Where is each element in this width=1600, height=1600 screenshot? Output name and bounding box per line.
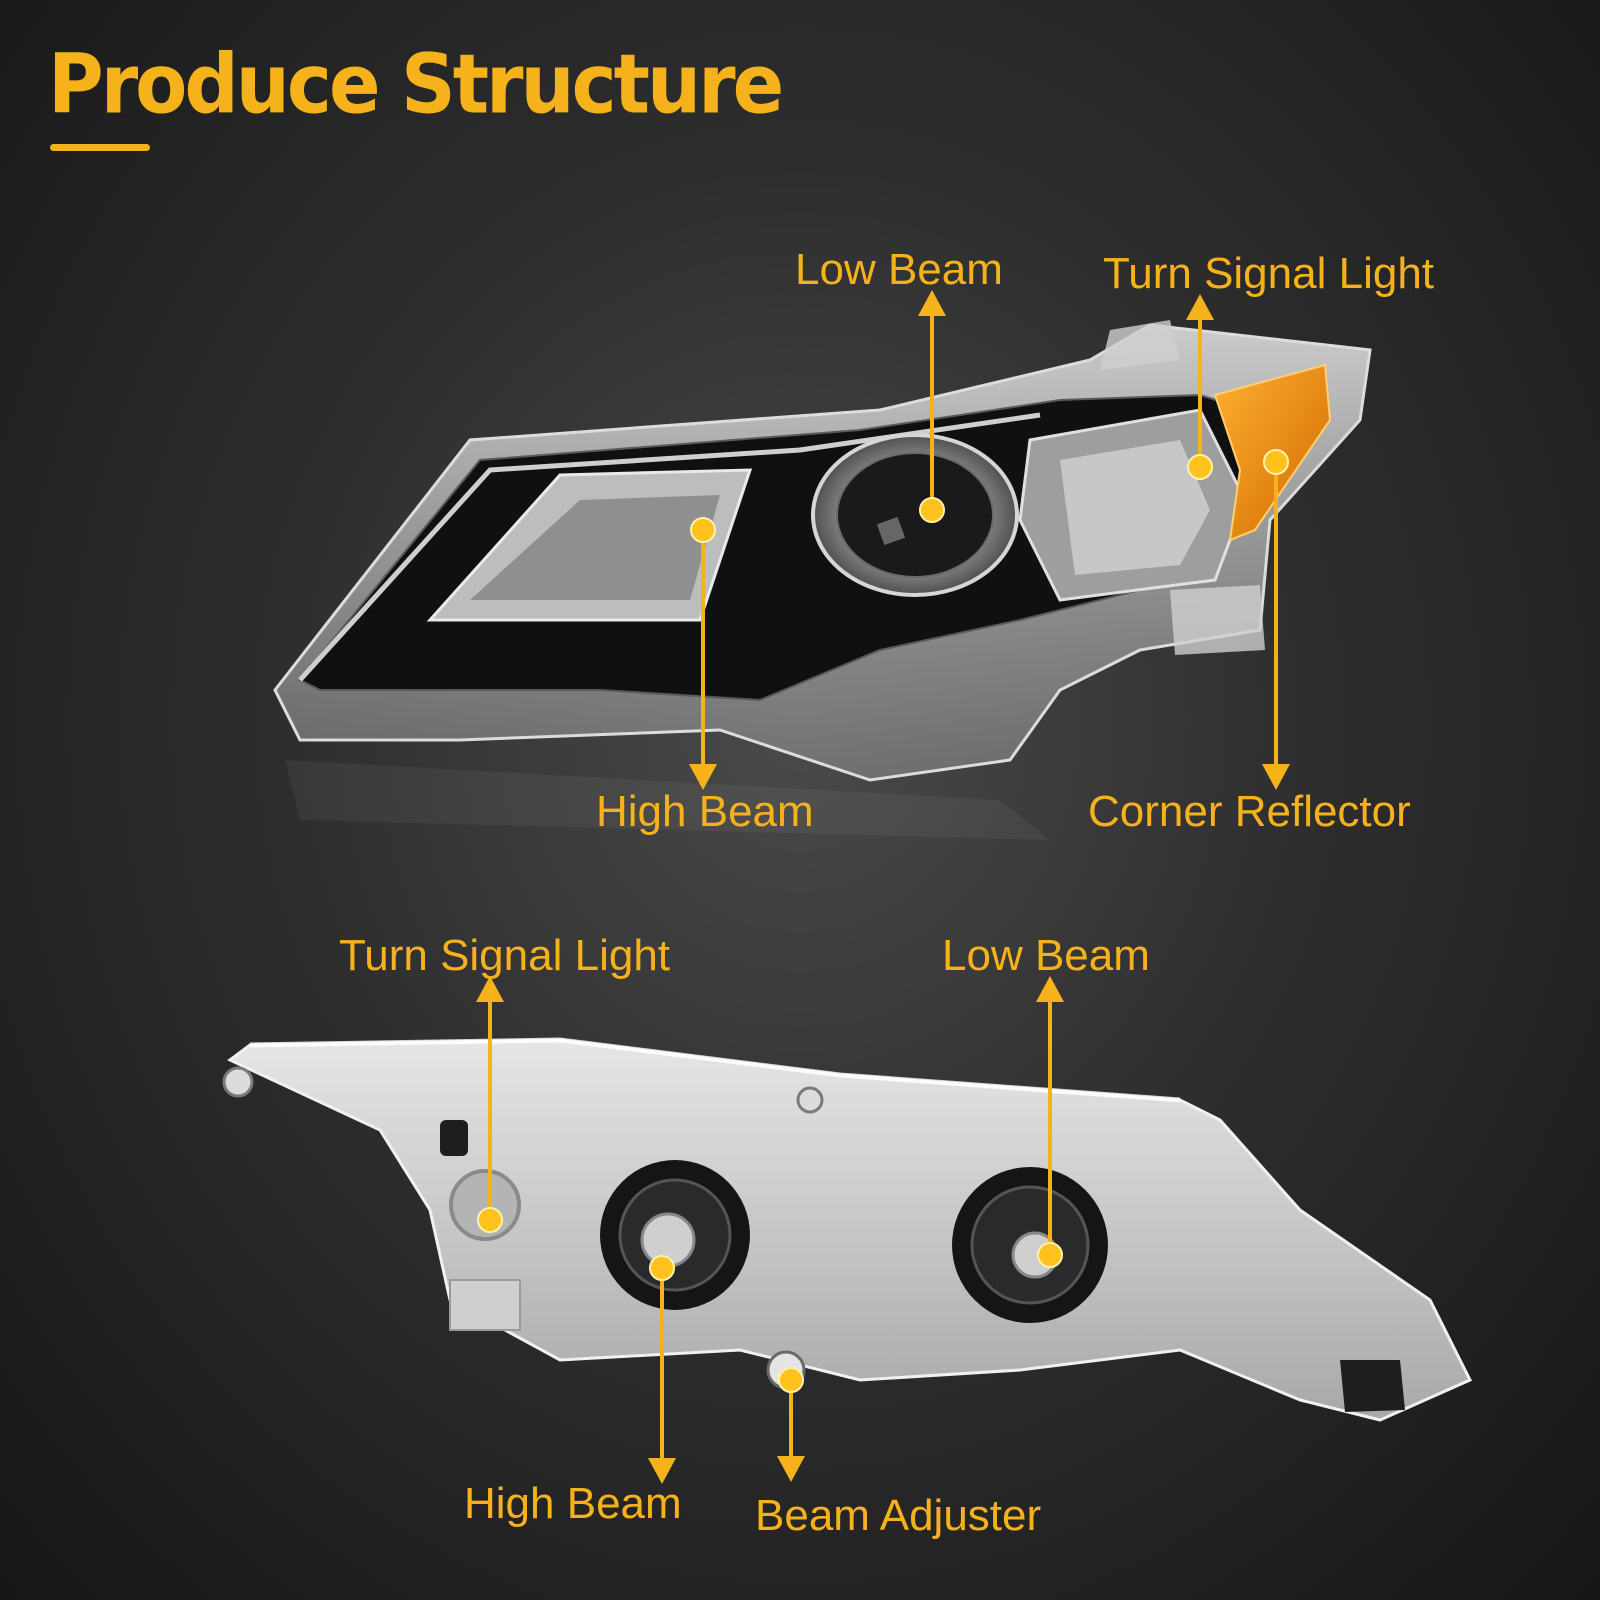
rear-callout-beam-adjuster: Beam Adjuster bbox=[755, 1367, 1041, 1540]
front-chrome-trim bbox=[298, 412, 1041, 682]
front-callout-low-beam: Low Beam bbox=[795, 245, 1003, 523]
rear-housing bbox=[227, 1038, 1473, 1422]
callout-hotspot bbox=[778, 1367, 804, 1393]
front-projector-lens bbox=[836, 452, 994, 578]
rear-right-bracket-plug bbox=[1340, 1360, 1405, 1412]
callout-hotspot bbox=[919, 497, 945, 523]
rear-headlight bbox=[222, 1037, 1473, 1422]
callout-label: Corner Reflector bbox=[1088, 787, 1411, 836]
arrowhead-down bbox=[1262, 764, 1290, 790]
rear-mount-screw-top bbox=[796, 1086, 824, 1114]
page-title: Produce Structure bbox=[48, 36, 784, 133]
front-projector-glint bbox=[876, 516, 906, 546]
callout-hotspot bbox=[1263, 449, 1289, 475]
arrowhead-down bbox=[689, 764, 717, 790]
front-turn-signal-reflector bbox=[1060, 440, 1210, 575]
arrowhead-up bbox=[918, 290, 946, 316]
callout-hotspot bbox=[477, 1207, 503, 1233]
title-underline bbox=[50, 144, 150, 151]
front-headlight bbox=[273, 320, 1372, 840]
callout-label: High Beam bbox=[596, 787, 814, 836]
callout-hotspot bbox=[1037, 1242, 1063, 1268]
front-callout-high-beam: High Beam bbox=[596, 517, 814, 836]
callout-hotspot bbox=[690, 517, 716, 543]
front-callout-corner-reflector: Corner Reflector bbox=[1088, 449, 1411, 836]
arrowhead-down bbox=[648, 1458, 676, 1484]
front-top-tab bbox=[1100, 320, 1180, 370]
rear-top-edge bbox=[249, 1037, 1181, 1103]
callout-label: Turn Signal Light bbox=[1103, 249, 1434, 298]
callout-label: Turn Signal Light bbox=[339, 931, 670, 980]
callout-hotspot bbox=[649, 1255, 675, 1281]
rear-left-bracket bbox=[449, 1279, 521, 1331]
rear-callout-high-beam: High Beam bbox=[464, 1255, 682, 1528]
front-high-beam-inner bbox=[470, 495, 720, 600]
arrowhead-up bbox=[476, 976, 504, 1002]
arrowhead-down bbox=[777, 1456, 805, 1482]
rear-connector-plug bbox=[440, 1120, 468, 1156]
front-mount-tab bbox=[1170, 585, 1265, 655]
rear-mount-screw-left bbox=[222, 1066, 254, 1098]
callout-label: Low Beam bbox=[795, 245, 1003, 294]
callout-label: High Beam bbox=[464, 1479, 682, 1528]
callout-hotspot bbox=[1187, 454, 1213, 480]
rear-callout-turn-signal: Turn Signal Light bbox=[339, 931, 670, 1233]
callout-label: Low Beam bbox=[942, 931, 1150, 980]
arrowhead-up bbox=[1186, 294, 1214, 320]
front-callout-turn-signal: Turn Signal Light bbox=[1103, 249, 1434, 480]
front-headlight-reflection bbox=[285, 760, 1050, 840]
arrowhead-up bbox=[1036, 976, 1064, 1002]
callout-label: Beam Adjuster bbox=[755, 1491, 1041, 1540]
rear-callout-low-beam: Low Beam bbox=[942, 931, 1150, 1268]
